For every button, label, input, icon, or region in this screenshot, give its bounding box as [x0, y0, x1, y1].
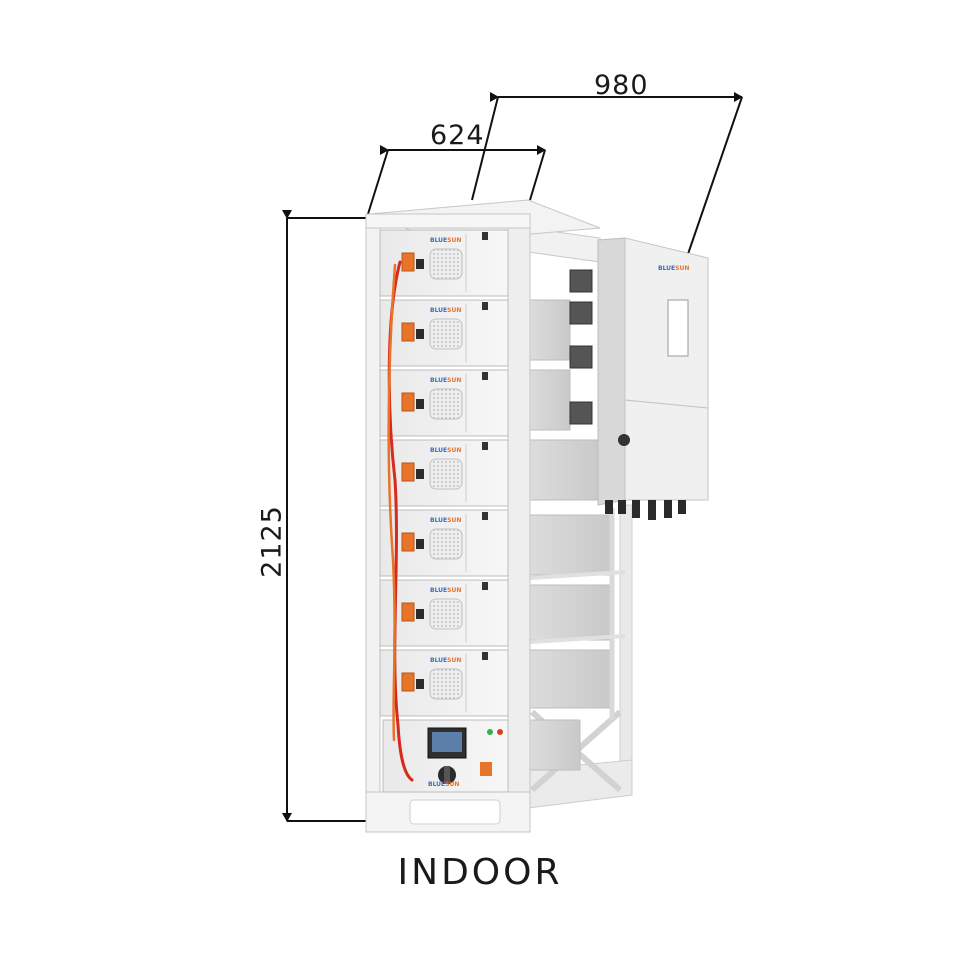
- module-vent-icon: [429, 598, 463, 630]
- svg-text:BLUESUN: BLUESUN: [428, 781, 459, 788]
- svg-text:BLUESUN: BLUESUN: [658, 265, 689, 272]
- module-vent-icon: [429, 318, 463, 350]
- battery-module: BLUESUN: [379, 649, 509, 717]
- module-connector-icon: [401, 602, 415, 622]
- battery-cables: [387, 260, 414, 782]
- module-connector-icon: [401, 252, 415, 272]
- battery-module: BLUESUN: [379, 509, 509, 577]
- module-side-faces: [529, 299, 611, 771]
- module-vent-icon: [429, 248, 463, 280]
- module-brand-logo: BLUESUN: [430, 307, 461, 314]
- module-brand-logo: BLUESUN: [430, 657, 461, 664]
- dimension-lines: [282, 92, 743, 822]
- installation-caption: INDOOR: [397, 852, 563, 893]
- module-brand-logo: BLUESUN: [430, 447, 461, 454]
- module-connector-icon: [401, 392, 415, 412]
- module-brand-logo: BLUESUN: [430, 377, 461, 384]
- module-vent-icon: [429, 528, 463, 560]
- battery-module-stack: BLUESUN BLUESUN BLUESUN BLUESUN BLUESUN BLUES…: [379, 229, 509, 717]
- module-brand-logo: BLUESUN: [430, 237, 461, 244]
- inverter-unit: BLUESUN: [569, 237, 709, 520]
- height-dimension-label: 2125: [256, 505, 288, 578]
- module-connector-icon: [401, 672, 415, 692]
- control-box: BLUESUN: [382, 719, 509, 793]
- battery-module: BLUESUN: [379, 439, 509, 507]
- battery-module: BLUESUN: [379, 579, 509, 647]
- width-dimension-label: 980: [594, 70, 649, 101]
- battery-module: BLUESUN: [379, 369, 509, 437]
- inverter-connectors: [605, 500, 686, 520]
- control-box-brand-logo: BLUESUN: [428, 781, 459, 788]
- battery-module: BLUESUN: [379, 299, 509, 367]
- module-connector-icon: [401, 532, 415, 552]
- inverter-knob-icon: [618, 434, 630, 446]
- battery-module: BLUESUN: [379, 229, 509, 297]
- depth-dimension-label: 624: [430, 120, 485, 151]
- module-vent-icon: [429, 458, 463, 490]
- module-vent-icon: [429, 388, 463, 420]
- module-connector-icon: [401, 322, 415, 342]
- module-brand-logo: BLUESUN: [430, 517, 461, 524]
- inverter-fans: [569, 269, 593, 425]
- module-brand-logo: BLUESUN: [430, 587, 461, 594]
- inverter-brand-logo: BLUESUN: [658, 265, 689, 272]
- module-vent-icon: [429, 668, 463, 700]
- module-connector-icon: [401, 462, 415, 482]
